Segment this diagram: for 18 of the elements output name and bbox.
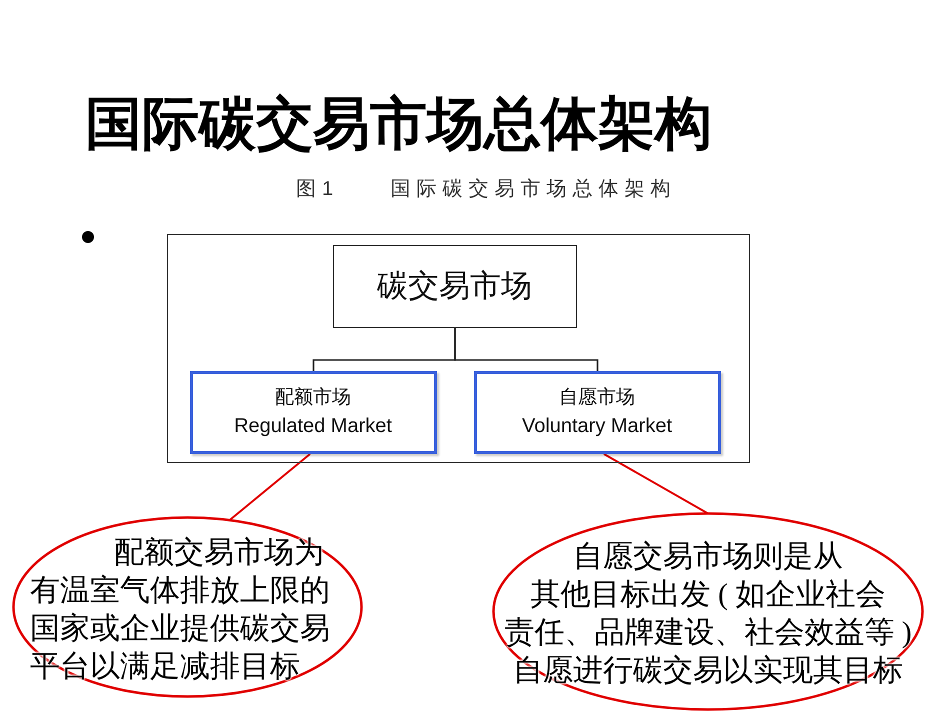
category-title: 碳交易市场 [377,268,532,304]
leader-line [228,453,311,521]
market-name: 自愿市场 [559,386,635,410]
market-name-english: Voluntary Market [522,414,672,438]
callout-text: 配额交易市场为有温室气体排放上限的国家或企业提供碳交易平台以满足减排目标 [30,535,331,685]
connector-line [454,328,598,371]
page-title: 国际碳交易市场总体架构 [85,94,712,156]
leader-line [603,453,708,514]
callout-text: 自愿交易市场则是从其他目标出发 ( 如企业社会责任、品牌建设、社会效益等 )自愿进行碳交易以实现其目标 [503,539,913,689]
callout-ellipse [12,516,363,698]
callout-ellipse [492,512,924,711]
figure-frame [167,234,750,463]
market-box [190,370,436,454]
market-name: 配额市场 [275,386,351,410]
category-box [332,244,576,328]
market-name-english: Regulated Market [234,414,392,438]
market-box [474,370,720,454]
figure-caption: 图1 国际碳交易市场总体架构 [296,177,677,201]
